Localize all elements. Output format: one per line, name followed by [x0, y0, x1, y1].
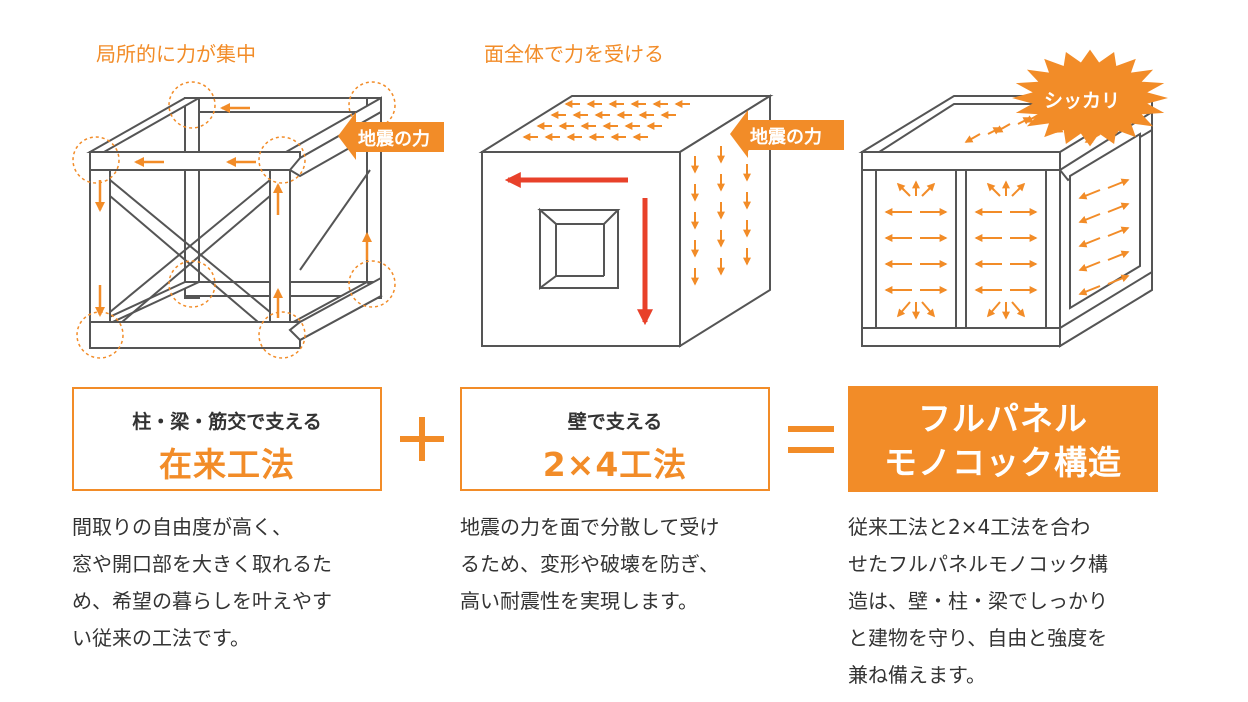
side-panel-arrow — [1107, 274, 1130, 285]
equals-icon — [788, 426, 834, 453]
panel3-desc-line: と建物を守り、自由と強度を — [848, 626, 1108, 650]
panel3-description: 従来工法と2×4工法を合わ せたフルパネルモノコック構 造は、壁・柱・梁でしっか… — [848, 509, 1108, 694]
panel2-desc-line: 高い耐震性を実現します。 — [460, 589, 698, 613]
top-panel-arrow — [964, 133, 981, 143]
panel3-desc-line: 造は、壁・柱・梁でしっかり — [848, 589, 1108, 613]
panel3-box-main-line2: モノコック構造 — [884, 443, 1122, 482]
side-panel-arrow — [1078, 285, 1101, 296]
side-face-arrows — [691, 136, 751, 286]
force-arrow-icon — [730, 110, 844, 158]
panel2-force-tag: 地震の力 — [750, 127, 822, 148]
panel2-desc-line: るため、変形や破壊を防ぎ、 — [460, 552, 719, 576]
panel3-method-box: フルパネル モノコック構造 — [848, 386, 1158, 492]
panel1-caption: 局所的に力が集中 — [96, 42, 256, 66]
side-panel-arrow — [1078, 261, 1101, 272]
side-panel-arrow — [1078, 237, 1101, 248]
panel-arrow — [986, 301, 1001, 318]
wall-box-structure — [478, 94, 774, 348]
side-panel-arrow — [1107, 226, 1130, 237]
panel1-description: 間取りの自由度が高く、 窓や開口部を大きく取れるた め、希望の暮らしを叶えやす … — [72, 509, 332, 657]
panel2-caption: 面全体で力を受ける — [484, 42, 664, 66]
panel1-force-tag: 地震の力 — [358, 129, 430, 150]
panel2-description: 地震の力を面で分散して受け るため、変形や破壊を防ぎ、 高い耐震性を実現します。 — [460, 509, 719, 620]
panel-arrow — [921, 301, 936, 318]
panel-arrow — [896, 182, 911, 197]
panel1-desc-line: め、希望の暮らしを叶えやす — [72, 589, 332, 613]
side-panel-arrow — [1107, 178, 1130, 189]
panel2-box-main: 2×4工法 — [542, 445, 688, 484]
panel1-box-sub: 柱・梁・筋交で支える — [132, 411, 322, 433]
side-panel-arrow — [1078, 189, 1101, 200]
panel-arrow — [896, 301, 911, 318]
side-panel-arrow — [1107, 202, 1130, 213]
panel3-desc-line: 兼ね備えます。 — [848, 663, 986, 687]
top-panel-arrow — [994, 123, 1011, 133]
panel3-box-main-line1: フルパネル — [918, 399, 1088, 438]
panel-arrow — [1011, 301, 1026, 318]
panel1-desc-line: い従来の工法です。 — [72, 626, 250, 650]
force-arrow-icon — [338, 112, 444, 160]
panel-arrow — [921, 182, 936, 197]
side-panel-arrow — [1078, 213, 1101, 224]
stress-point-circles — [72, 81, 396, 359]
frame-structure — [86, 96, 383, 349]
panel1-box-main: 在来工法 — [159, 445, 295, 484]
wall-red-arrows — [504, 171, 654, 326]
panel1-desc-line: 間取りの自由度が高く、 — [72, 515, 292, 539]
panel2-method-box: 壁で支える 2×4工法 — [460, 387, 770, 491]
panel1-method-box: 柱・梁・筋交で支える 在来工法 — [72, 387, 382, 491]
panel3-badge: シッカリ — [1044, 90, 1121, 112]
panel-arrow — [1011, 182, 1026, 197]
panel3-desc-line: 従来工法と2×4工法を合わ — [848, 515, 1091, 539]
panel2-desc-line: 地震の力を面で分散して受け — [460, 515, 720, 539]
panel2-box-sub: 壁で支える — [567, 411, 663, 433]
panel-arrow — [986, 182, 1001, 197]
frame-force-arrows — [95, 103, 372, 318]
panel3-desc-line: せたフルパネルモノコック構 — [848, 552, 1108, 576]
side-panel-arrow — [1107, 250, 1130, 261]
plus-icon — [400, 417, 444, 461]
burst-badge-icon — [1012, 49, 1168, 147]
panel1-desc-line: 窓や開口部を大きく取れるた — [72, 552, 332, 576]
top-face-arrows — [522, 100, 690, 141]
